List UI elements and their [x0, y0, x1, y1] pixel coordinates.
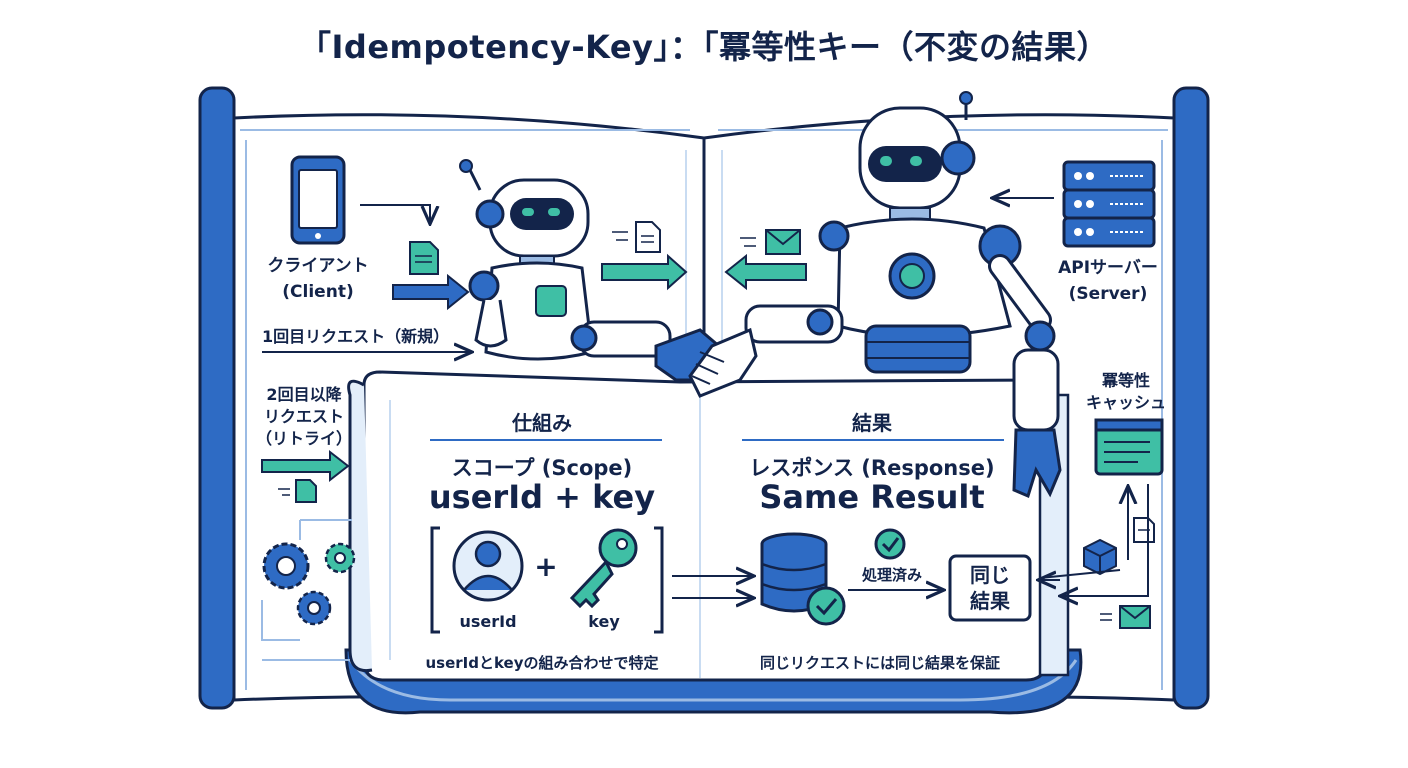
- key-label: key: [588, 612, 620, 631]
- cache-document-icon: [1133, 517, 1155, 543]
- plus-sign: +: [534, 550, 558, 583]
- retry-label-line2: リクエスト: [263, 407, 345, 426]
- response-value: Same Result: [759, 478, 985, 516]
- client-robot: [459, 159, 672, 361]
- server-label: APIサーバー: [1058, 258, 1158, 278]
- retry-arrow: [261, 449, 350, 483]
- server-rack-icon: [1062, 160, 1156, 248]
- client-label-en: (Client): [282, 282, 354, 302]
- retry-label-line1: 2回目以降: [266, 385, 342, 404]
- left-panel-caption: userIdとkeyの組み合わせで特定: [425, 654, 659, 672]
- same-result-line2: 結果: [970, 589, 1010, 613]
- page-title: 「Idempotency-Key」：「冪等性キー（不変の結果）: [299, 28, 1109, 66]
- key-icon: [569, 528, 638, 609]
- server-robot: [744, 91, 1062, 499]
- server-label-en: (Server): [1068, 284, 1148, 304]
- scope-label: スコープ (Scope): [451, 456, 633, 480]
- right-panel-heading: 結果: [852, 411, 892, 435]
- cache-mail-icon: [1100, 605, 1151, 629]
- same-result-box: [948, 554, 1032, 622]
- same-result-line1: 同じ: [970, 563, 1010, 587]
- scope-value: userId + key: [428, 478, 656, 516]
- processed-label: 処理済み: [861, 566, 923, 584]
- cache-label-line2: キャッシュ: [1085, 393, 1167, 412]
- check-circle-icon: [874, 528, 906, 560]
- client-label: クライアント: [267, 256, 369, 276]
- smartphone-icon: [290, 155, 346, 245]
- gears-icon: [261, 519, 356, 661]
- cache-label-line1: 冪等性: [1101, 371, 1151, 390]
- database-icon: [760, 532, 846, 626]
- retry-document-icon: [278, 479, 317, 503]
- document-icon: [409, 241, 439, 275]
- user-id-label: userId: [459, 612, 517, 631]
- request-arrow: [392, 273, 470, 311]
- right-panel-caption: 同じリクエストには同じ結果を保証: [759, 654, 1001, 672]
- handshake-icon: [654, 327, 758, 398]
- first-request-label: 1回目リクエスト（新規）: [262, 327, 450, 346]
- user-avatar-icon: [452, 530, 524, 602]
- scope-bracket: [430, 526, 664, 634]
- retry-label-line3: （リトライ）: [255, 429, 353, 448]
- outgoing-doc-icon: [612, 221, 661, 253]
- package-icon: [1083, 538, 1117, 576]
- left-panel-heading: 仕組み: [512, 411, 572, 435]
- incoming-mail-icon: [740, 229, 801, 255]
- response-label: レスポンス (Response): [749, 456, 995, 480]
- cache-window-icon: [1094, 418, 1164, 476]
